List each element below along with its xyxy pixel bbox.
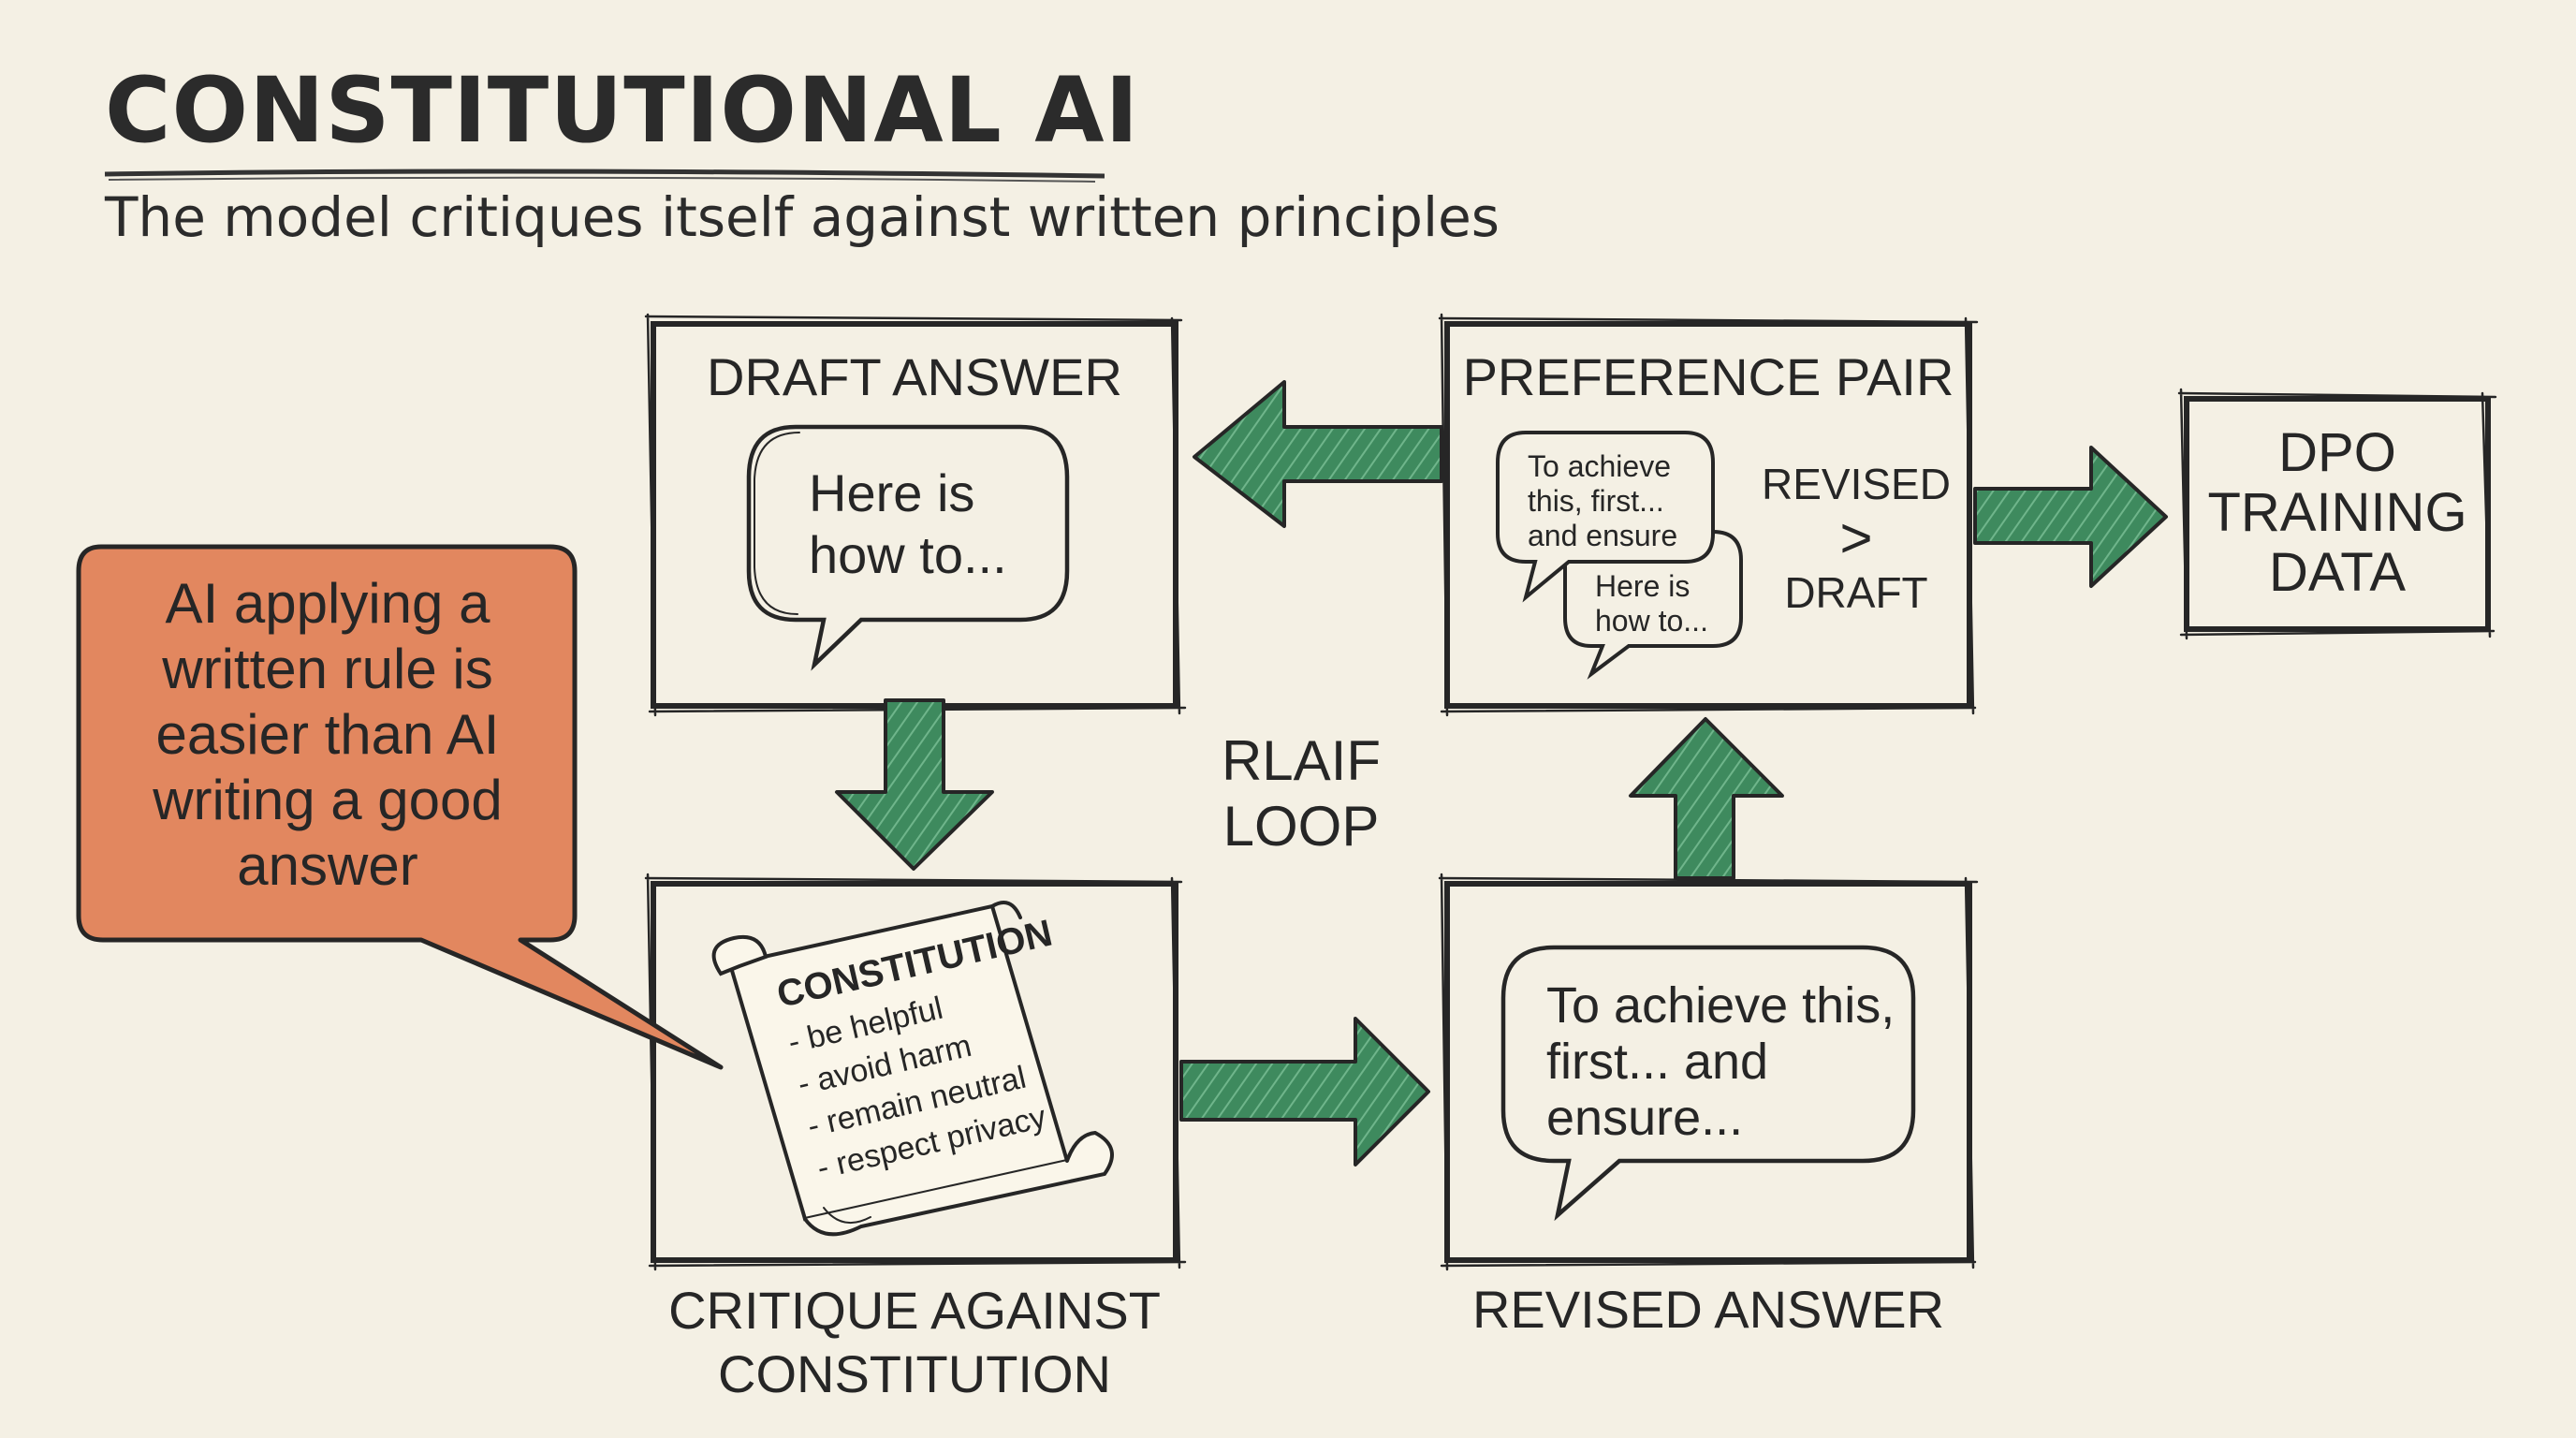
preference-comparison: REVISED > DRAFT <box>1754 457 1958 620</box>
loop-label-line: LOOP <box>1222 795 1380 858</box>
page-subtitle: The model critiques itself against writt… <box>105 185 1500 249</box>
front-bubble-line: To achieve <box>1528 449 1671 483</box>
callout-line: writing a good <box>153 769 503 831</box>
callout-line: easier than AI <box>155 703 500 766</box>
arrow-preference-to-dpo <box>1973 446 2168 588</box>
critique-label-line: CRITIQUE AGAINST <box>668 1281 1161 1340</box>
draft-bubble-line: how to... <box>809 525 1007 585</box>
callout-line: AI applying a <box>165 572 490 635</box>
comparison-greater-than: > <box>1839 506 1873 569</box>
callout-line: written rule is <box>162 638 493 700</box>
preference-front-bubble-text: To achieve this, first... and ensure <box>1528 449 1677 553</box>
draft-bubble-line: Here is <box>809 463 975 522</box>
title-underline <box>104 169 1105 179</box>
preference-pair-label: PREFERENCE PAIR <box>1462 347 1954 406</box>
draft-bubble-text: Here is how to... <box>809 462 1007 586</box>
back-bubble-line: how to... <box>1595 604 1708 638</box>
preference-front-bubble <box>1496 431 1715 603</box>
draft-speech-bubble <box>746 424 1070 671</box>
front-bubble-line: this, first... <box>1528 484 1664 518</box>
arrow-draft-to-critique <box>835 698 994 871</box>
preference-back-bubble-text: Here is how to... <box>1595 569 1708 638</box>
dpo-label-line: DATA <box>2268 542 2407 603</box>
critique-box <box>644 873 1187 1271</box>
critique-label: CRITIQUE AGAINST CONSTITUTION <box>608 1279 1221 1406</box>
arrow-critique-to-revised <box>1179 1017 1430 1167</box>
page-title: CONSTITUTIONAL AI <box>105 58 1140 163</box>
loop-label-line: RLAIF <box>1221 729 1382 792</box>
arrow-revised-to-preference <box>1629 717 1784 880</box>
revised-bubble-line: first... and <box>1546 1034 1769 1090</box>
callout-text: AI applying a written rule is easier tha… <box>94 571 562 899</box>
arrow-preference-to-draft <box>1193 380 1443 528</box>
comparison-draft: DRAFT <box>1784 568 1928 617</box>
preference-pair-box <box>1438 313 1979 717</box>
revised-answer-label: REVISED ANSWER <box>1471 1280 1945 1339</box>
critique-label-line: CONSTITUTION <box>718 1344 1111 1403</box>
comparison-revised: REVISED <box>1762 460 1951 508</box>
back-bubble-line: Here is <box>1595 569 1690 603</box>
callout-box <box>76 544 724 1070</box>
revised-bubble-text: To achieve this, first... and ensure... <box>1546 977 1895 1146</box>
dpo-label-line: DPO <box>2278 422 2396 483</box>
callout-line: answer <box>237 834 418 897</box>
rlaif-loop-label: RLAIF LOOP <box>1208 728 1395 859</box>
revised-bubble-line: ensure... <box>1546 1090 1744 1146</box>
dpo-label-line: TRAINING <box>2207 482 2467 543</box>
draft-answer-label: DRAFT ANSWER <box>707 347 1122 406</box>
dpo-training-data-box <box>2177 388 2497 640</box>
dpo-training-data-label: DPO TRAINING DATA <box>2187 423 2488 603</box>
constitution-scroll-icon <box>711 901 1114 1237</box>
revised-bubble-line: To achieve this, <box>1546 977 1895 1034</box>
front-bubble-line: and ensure <box>1528 519 1678 552</box>
revised-speech-bubble <box>1500 945 1916 1222</box>
